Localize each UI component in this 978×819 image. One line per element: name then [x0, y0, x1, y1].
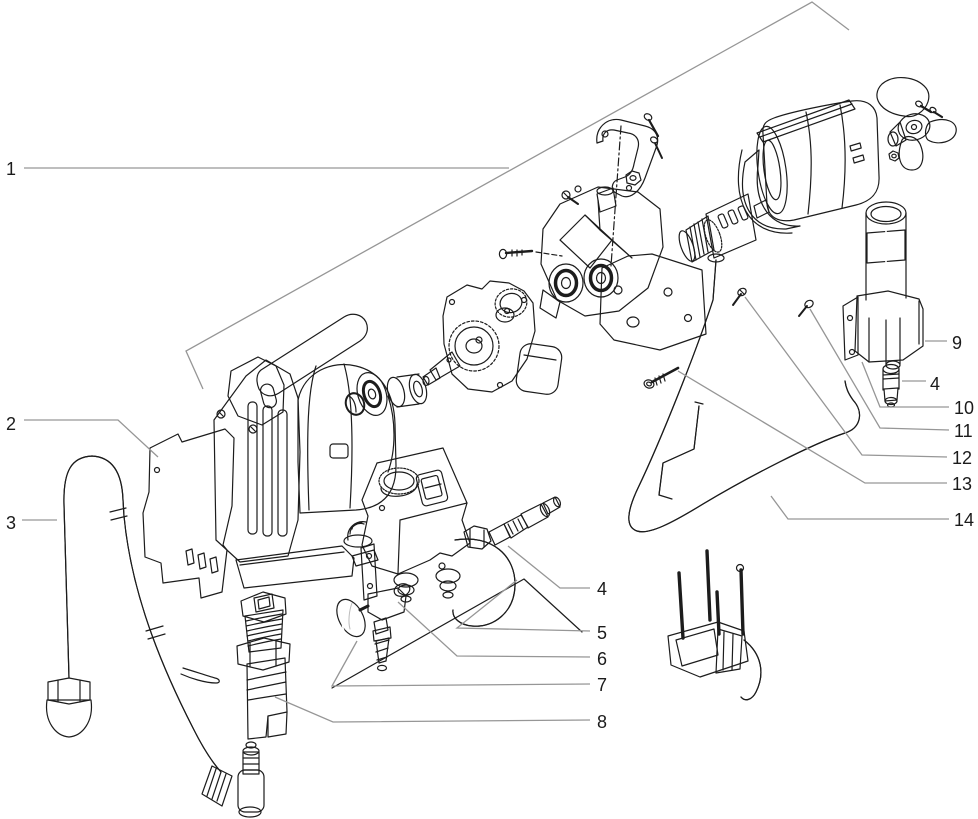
- fan-screws: [888, 100, 944, 162]
- callout-number-9: 9: [952, 333, 962, 353]
- return-hose: [452, 538, 516, 627]
- motor-shroud-half: [737, 149, 801, 234]
- pressure-knob-cap: [378, 467, 420, 497]
- callout-number-4: 4: [930, 374, 940, 394]
- fan-nut: [888, 150, 900, 162]
- callout-number-6: 6: [597, 649, 607, 669]
- hose-elbow-fitting: [201, 741, 265, 818]
- hex-nut: [625, 170, 642, 186]
- crank-gear-assembly: [422, 280, 563, 395]
- callout-number-7: 7: [597, 675, 607, 695]
- callout-number-4: 4: [597, 579, 607, 599]
- callout-number-2: 2: [6, 414, 16, 434]
- callout-number-12: 12: [952, 448, 972, 468]
- leader-line-7: [330, 640, 591, 687]
- outlet-valve: [882, 363, 900, 408]
- base-plate: [235, 545, 355, 589]
- suction-hose-assembly: [45, 455, 265, 818]
- drain-barb: [372, 617, 392, 672]
- head-bracket-tab: [360, 543, 378, 601]
- callout-number-3: 3: [6, 513, 16, 533]
- inlet-strainer: [45, 677, 93, 738]
- basket-tray: [667, 621, 749, 678]
- head-base-plate: [331, 578, 583, 689]
- leader-line-2: [24, 419, 159, 458]
- cooling-fan: [876, 77, 957, 171]
- outlet-filter-assembly: [842, 201, 924, 408]
- small-screw-pair: [561, 185, 582, 205]
- long-bolt: [643, 366, 680, 389]
- frame-tower: [213, 359, 301, 563]
- handle-bracket: [227, 356, 285, 426]
- motor-armature: [678, 193, 770, 263]
- callout-number-13: 13: [952, 474, 972, 494]
- bucket-bracket: [667, 549, 762, 701]
- motor-pump-unit: [213, 313, 397, 589]
- pump-shaft: [422, 351, 461, 387]
- callout-number-14: 14: [954, 510, 974, 530]
- leader-line-14: [770, 495, 949, 520]
- gearbox-housing: [539, 186, 664, 319]
- motor-body: [297, 363, 397, 514]
- mount-bracket-plate: [599, 253, 707, 351]
- leader-line-1: [185, 1, 850, 390]
- leader-lines: [22, 1, 950, 723]
- clamp-bracket: [596, 113, 663, 267]
- leader-line-5: [455, 579, 591, 632]
- screw-upper: [732, 287, 747, 306]
- front-cover-plate: [142, 428, 235, 599]
- leader-line-4: [507, 545, 590, 589]
- bearing-washer-set: [344, 372, 428, 416]
- filter-bracket-plate: [842, 296, 859, 361]
- spring: [343, 521, 373, 548]
- handle: [256, 313, 368, 397]
- slider-block: [515, 343, 563, 395]
- motor-strap: [756, 99, 856, 143]
- filter-block: [854, 290, 924, 363]
- leader-line-8: [274, 696, 591, 723]
- left-long-bolt: [498, 248, 563, 260]
- leader-line-10: [861, 361, 949, 408]
- power-switch: [415, 469, 449, 507]
- pump-head-assembly: [336, 447, 562, 672]
- pail-hook: [658, 401, 704, 500]
- callout-number-5: 5: [597, 623, 607, 643]
- outlet-fitting-chain: [463, 496, 562, 550]
- callout-number-10: 10: [954, 398, 974, 418]
- prime-knob: [336, 598, 366, 638]
- hose-clip: [180, 667, 220, 684]
- leader-line-6: [397, 601, 591, 658]
- callout-number-1: 1: [6, 159, 16, 179]
- roller: [386, 373, 428, 408]
- inlet-valve-assembly: [236, 591, 291, 740]
- illustration: [45, 77, 957, 818]
- callout-number-11: 11: [954, 421, 973, 441]
- leader-line-11: [809, 308, 950, 431]
- prime-valve: [336, 583, 411, 672]
- leader-line-12: [744, 296, 948, 458]
- screw-lower: [798, 299, 814, 317]
- motor-housing: [756, 100, 880, 222]
- valve-caps: [393, 568, 461, 603]
- cart-stand: [628, 253, 861, 533]
- callout-number-8: 8: [597, 712, 607, 732]
- leader-line-13: [677, 370, 947, 484]
